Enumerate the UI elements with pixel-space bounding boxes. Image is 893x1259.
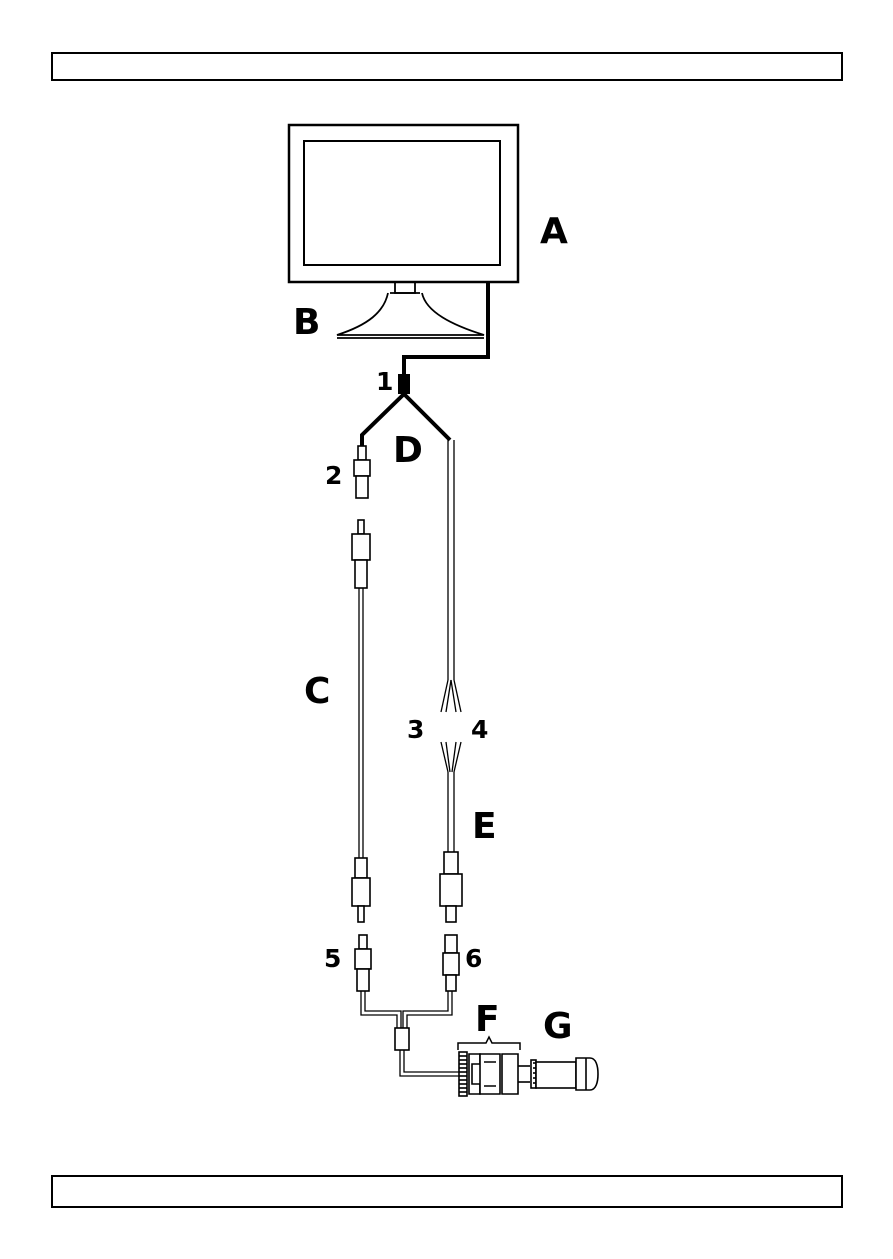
lighter-socket xyxy=(531,1058,598,1090)
connector-5 xyxy=(355,935,371,991)
cable-e-plug xyxy=(440,852,462,922)
monitor-cable xyxy=(404,282,488,374)
label-f: F xyxy=(475,999,500,1040)
junction-1 xyxy=(398,374,410,394)
label-d: D xyxy=(393,430,423,471)
label-4: 4 xyxy=(471,715,488,744)
plug-cable xyxy=(400,1050,460,1076)
label-5: 5 xyxy=(324,944,341,973)
label-a: A xyxy=(540,211,568,252)
connector-2 xyxy=(354,446,370,498)
label-g: G xyxy=(543,1006,573,1047)
label-6: 6 xyxy=(465,944,482,973)
power-cable xyxy=(441,440,461,712)
power-cable-lower xyxy=(441,742,461,852)
label-c: C xyxy=(304,671,330,712)
label-b: B xyxy=(293,302,320,343)
label-3: 3 xyxy=(407,715,424,744)
monitor-stand xyxy=(337,282,484,338)
cable-c-bottom-plug xyxy=(352,858,370,922)
footer-box xyxy=(51,1175,843,1208)
monitor xyxy=(289,125,518,282)
label-e: E xyxy=(472,806,497,847)
label-1: 1 xyxy=(376,367,393,396)
join-box xyxy=(395,1028,409,1050)
label-2: 2 xyxy=(325,461,342,490)
connector-6 xyxy=(443,935,459,991)
cable-c xyxy=(359,588,363,858)
cable-c-top-plug xyxy=(352,520,370,588)
lighter-plug xyxy=(459,1052,530,1096)
